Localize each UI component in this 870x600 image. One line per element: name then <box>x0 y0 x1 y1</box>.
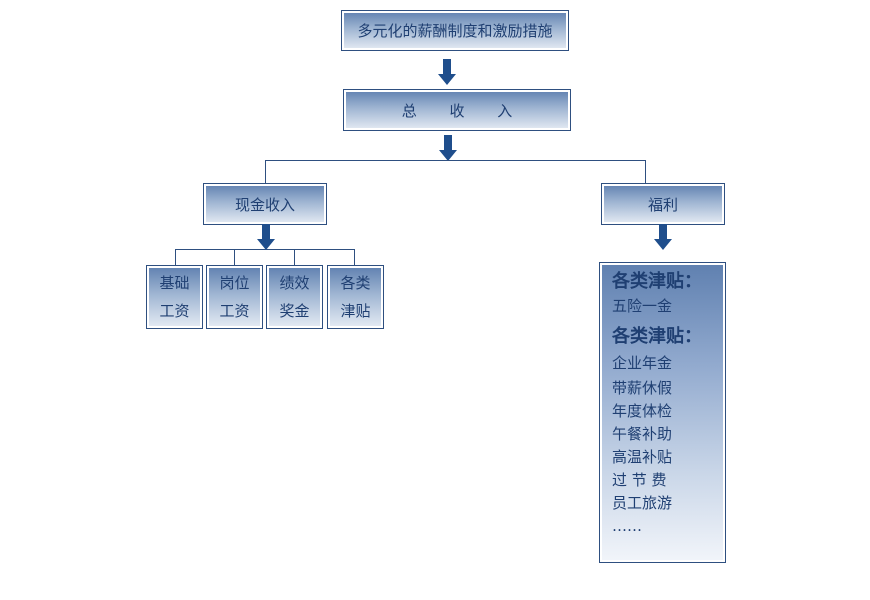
cash-item-line: 津贴 <box>340 302 371 320</box>
benefits-text: 福利 <box>647 195 678 214</box>
connector-line <box>294 249 295 265</box>
welfare-item: 企业年金 <box>612 354 673 372</box>
benefits-box: 福利 <box>601 183 725 225</box>
welfare-item: …… <box>612 517 642 535</box>
title-box: 多元化的薪酬制度和激励措施 <box>341 10 569 51</box>
welfare-item: 五险一金 <box>612 297 673 315</box>
connector-line <box>265 160 266 183</box>
welfare-item: 过 节 费 <box>612 471 667 489</box>
cash-item-line: 奖金 <box>279 302 310 320</box>
cash-item-line: 工资 <box>159 302 190 320</box>
cash-item-line: 绩效 <box>279 274 310 292</box>
connector-line <box>175 249 355 250</box>
arrow-down-icon <box>257 224 275 250</box>
connector-line <box>354 249 355 265</box>
arrow-down-icon <box>438 59 456 85</box>
welfare-item: 带薪休假 <box>612 379 673 397</box>
welfare-item: 员工旅游 <box>612 494 673 512</box>
welfare-item: 午餐补助 <box>612 425 673 443</box>
arrow-down-icon <box>439 135 457 161</box>
arrow-down-icon <box>654 224 672 250</box>
cash-item-performance-bonus: 绩效 奖金 <box>266 265 323 329</box>
cash-item-line: 各类 <box>340 274 371 292</box>
welfare-heading: 各类津贴： <box>612 271 702 292</box>
welfare-item: 高温补贴 <box>612 448 673 466</box>
cash-income-box: 现金收入 <box>203 183 327 225</box>
cash-income-text: 现金收入 <box>234 195 295 214</box>
connector-line <box>645 160 646 183</box>
cash-item-position-salary: 岗位 工资 <box>206 265 263 329</box>
connector-line <box>234 249 235 265</box>
connector-line <box>265 160 646 161</box>
welfare-item: 年度体检 <box>612 402 673 420</box>
welfare-list-box: 各类津贴： 五险一金 各类津贴： 企业年金 带薪休假 年度体检 午餐补助 高温补… <box>599 262 726 563</box>
total-income-box: 总 收 入 <box>343 89 571 131</box>
welfare-heading: 各类津贴： <box>612 326 702 347</box>
cash-item-line: 岗位 <box>219 274 250 292</box>
total-income-text: 总 收 入 <box>401 101 527 120</box>
cash-item-base-salary: 基础 工资 <box>146 265 203 329</box>
cash-item-line: 工资 <box>219 302 250 320</box>
cash-item-line: 基础 <box>159 274 190 292</box>
title-text: 多元化的薪酬制度和激励措施 <box>357 22 553 40</box>
cash-item-allowances: 各类 津贴 <box>327 265 384 329</box>
connector-line <box>175 249 176 265</box>
